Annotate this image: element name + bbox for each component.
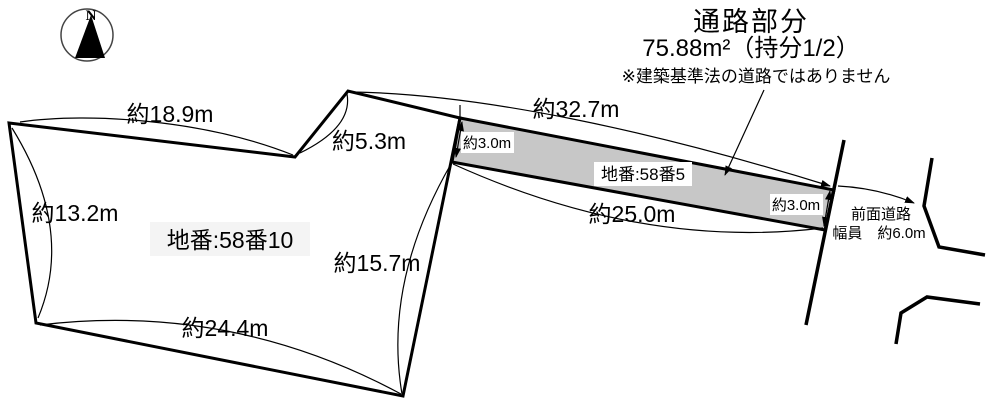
upper-right-road-line <box>922 157 986 257</box>
dim-arc-right <box>397 163 452 395</box>
dim-label-top: 約18.9m <box>127 101 214 127</box>
dimension-arcs <box>11 89 915 395</box>
compass-north-label: N <box>86 8 97 24</box>
callout-note: ※建築基準法の道路ではありません <box>622 67 891 86</box>
dim-arc-passage-top <box>351 91 831 187</box>
front-road-width-label: 幅員 約6.0m <box>832 225 925 242</box>
compass-rose: N <box>60 8 114 62</box>
front-road-name-label: 前面道路 <box>851 206 911 223</box>
dim-arc-passage-bottom <box>452 163 824 234</box>
callout-title: 通路部分 <box>693 7 809 37</box>
dim-arrow-passage-width-left <box>454 121 464 158</box>
road-leader-line <box>837 185 915 204</box>
dim-label-passage-top: 約32.7m <box>533 96 620 122</box>
compass-circle <box>60 8 114 62</box>
callout-leader-line <box>724 89 765 176</box>
callout-area: 75.88m²（持分1/2） <box>642 35 859 62</box>
main-parcel-label: 地番:58番10 <box>167 227 294 253</box>
dim-label-notch: 約5.3m <box>332 128 406 154</box>
lower-right-road-line <box>894 295 981 345</box>
main-parcel-label-bg <box>150 222 310 256</box>
dim-arc-top <box>19 117 294 156</box>
passage-width-left-label: 約3.0m <box>463 135 511 152</box>
dim-label-passage-bottom: 約25.0m <box>589 201 676 227</box>
dim-arc-notch <box>299 93 349 154</box>
dim-arc-bottom <box>39 319 402 395</box>
passage-parcel-label-bg <box>594 162 692 186</box>
dim-label-right: 約15.7m <box>334 250 421 276</box>
passage-width-right-label-bg <box>770 194 823 215</box>
passage-width-left-label-bg <box>461 132 514 153</box>
passage-width-right-label: 約3.0m <box>772 197 820 214</box>
dim-arrow-passage-width-right <box>822 190 832 227</box>
passage-parcel-label: 地番:58番5 <box>601 165 685 184</box>
compass-needle-icon <box>75 15 105 58</box>
front-road-line <box>804 139 846 326</box>
dim-label-left: 約13.2m <box>32 200 119 226</box>
dim-arc-left <box>11 127 53 319</box>
dim-label-bottom: 約24.4m <box>182 315 269 341</box>
